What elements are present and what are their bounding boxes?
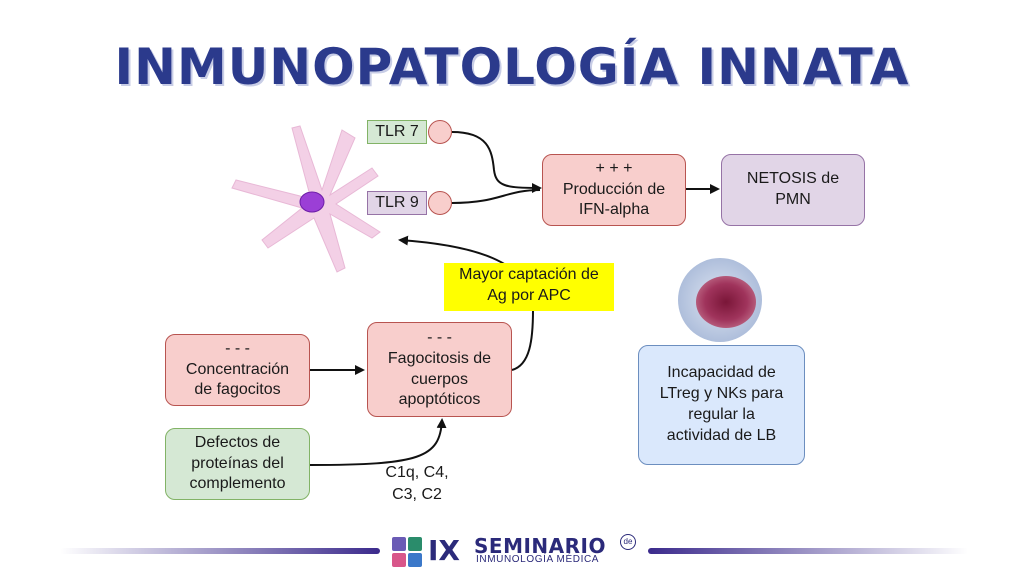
inca-line2: LTreg y NKs para	[659, 385, 784, 403]
complement-proteins-label: C1q, C4, C3, C2	[372, 462, 462, 505]
seminar-logo: IX SEMINARIO de INMUNOLOGÍA MÉDICA	[388, 532, 644, 568]
tlr9-text: TLR 9	[375, 194, 419, 211]
def-line1: Defectos de	[194, 433, 281, 451]
def-line3: complemento	[189, 475, 286, 493]
logo-brand: SEMINARIO	[474, 534, 606, 558]
ifn-line3: IFN-alpha	[578, 201, 650, 219]
concentracion-box: - - - Concentración de fagocitos	[165, 334, 310, 406]
apc-line1: Mayor captación de	[459, 266, 599, 283]
apc-line2: Ag por APC	[487, 286, 571, 304]
logo-roman: IX	[428, 534, 461, 567]
comp-line1: C1q, C4,	[385, 464, 449, 481]
fago-line1: - - -	[427, 328, 452, 346]
tlr9-receptor	[428, 191, 452, 215]
fago-line4: apoptóticos	[398, 391, 481, 409]
fago-line3: cuerpos	[411, 370, 468, 388]
logo-icon-1	[392, 537, 406, 551]
netosis-line2: PMN	[775, 191, 811, 208]
logo-icon-3	[392, 553, 406, 567]
footer-line-right	[648, 548, 968, 554]
logo-de: de	[620, 534, 636, 550]
tlr7-receptor	[428, 120, 452, 144]
inca-line3: regular la	[688, 406, 755, 423]
conc-line3: de fagocitos	[194, 381, 281, 399]
footer-line-left	[60, 548, 380, 554]
netosis-box: NETOSIS de PMN	[721, 154, 865, 226]
inca-line4: actividad de LB	[666, 426, 777, 444]
logo-icon-2	[408, 537, 422, 551]
page-title: INMUNOPATOLOGÍA INNATA	[114, 38, 910, 96]
dendritic-cell-illustration	[231, 125, 381, 273]
comp-line2: C3, C2	[392, 485, 442, 503]
lymphocyte-cell-image	[678, 258, 762, 342]
logo-icon-4	[408, 553, 422, 567]
ifn-line2: Producción de	[562, 180, 666, 198]
tlr7-label: TLR 7	[367, 120, 427, 144]
ifn-alpha-box: + + + Producción de IFN-alpha	[542, 154, 686, 226]
netosis-line1: NETOSIS de	[746, 170, 840, 188]
conc-line1: - - -	[225, 339, 250, 357]
tlr7-text: TLR 7	[375, 123, 419, 140]
apc-highlight-label: Mayor captación de Ag por APC	[444, 263, 614, 311]
tlr9-label: TLR 9	[367, 191, 427, 215]
fago-line2: Fagocitosis de	[387, 349, 492, 367]
fagocitosis-box: - - - Fagocitosis de cuerpos apoptóticos	[367, 322, 512, 417]
logo-subtitle: INMUNOLOGÍA MÉDICA	[476, 554, 600, 565]
inca-line1: Incapacidad de	[667, 364, 776, 382]
conc-line2: Concentración	[185, 360, 290, 378]
def-line2: proteínas del	[191, 454, 284, 472]
incapacidad-box: Incapacidad de LTreg y NKs para regular …	[638, 345, 805, 465]
ifn-line1: + + +	[595, 159, 633, 177]
defectos-complemento-box: Defectos de proteínas del complemento	[165, 428, 310, 500]
